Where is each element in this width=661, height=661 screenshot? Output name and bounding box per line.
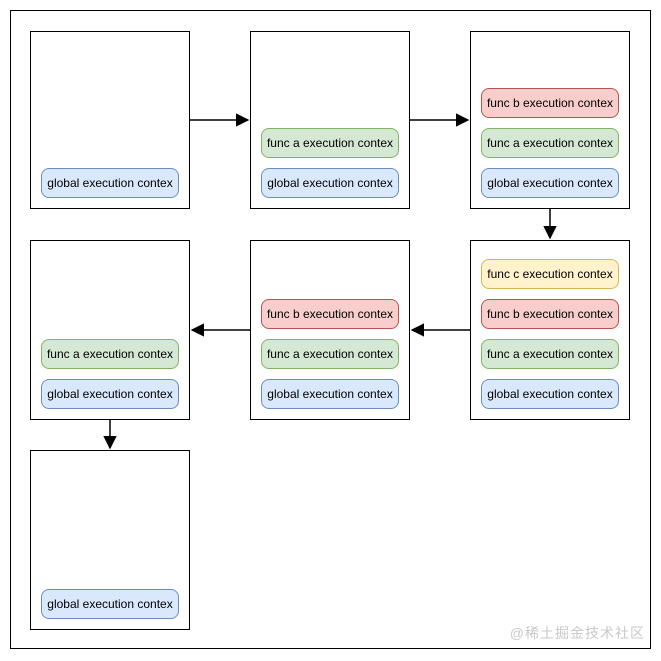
context-pill-global: global execution contex	[261, 168, 399, 198]
context-pill-global: global execution contex	[41, 589, 179, 619]
context-pill-global: global execution contex	[41, 168, 179, 198]
execution-stack-box-1: global execution contex	[30, 31, 190, 209]
context-pill-func-b: func b execution contex	[261, 299, 399, 329]
context-pill-global: global execution contex	[481, 168, 619, 198]
context-pill-func-a: func a execution contex	[481, 339, 619, 369]
execution-stack-box-4: func a execution contex global execution…	[30, 240, 190, 420]
context-pill-func-b: func b execution contex	[481, 88, 619, 118]
execution-stack-box-3: func b execution contex func a execution…	[470, 31, 630, 209]
context-pill-func-a: func a execution contex	[261, 128, 399, 158]
context-pill-func-a: func a execution contex	[261, 339, 399, 369]
context-pill-func-a: func a execution contex	[481, 128, 619, 158]
execution-stack-box-6: func c execution contex func b execution…	[470, 240, 630, 420]
context-pill-func-a: func a execution contex	[41, 339, 179, 369]
context-pill-global: global execution contex	[481, 379, 619, 409]
execution-stack-box-2: func a execution contex global execution…	[250, 31, 410, 209]
execution-stack-box-7: global execution contex	[30, 450, 190, 630]
context-pill-func-c: func c execution contex	[481, 259, 619, 289]
watermark: @稀土掘金技术社区	[509, 625, 645, 641]
execution-stack-box-5: func b execution contex func a execution…	[250, 240, 410, 420]
context-pill-func-b: func b execution contex	[481, 299, 619, 329]
context-pill-global: global execution contex	[41, 379, 179, 409]
context-pill-global: global execution contex	[261, 379, 399, 409]
